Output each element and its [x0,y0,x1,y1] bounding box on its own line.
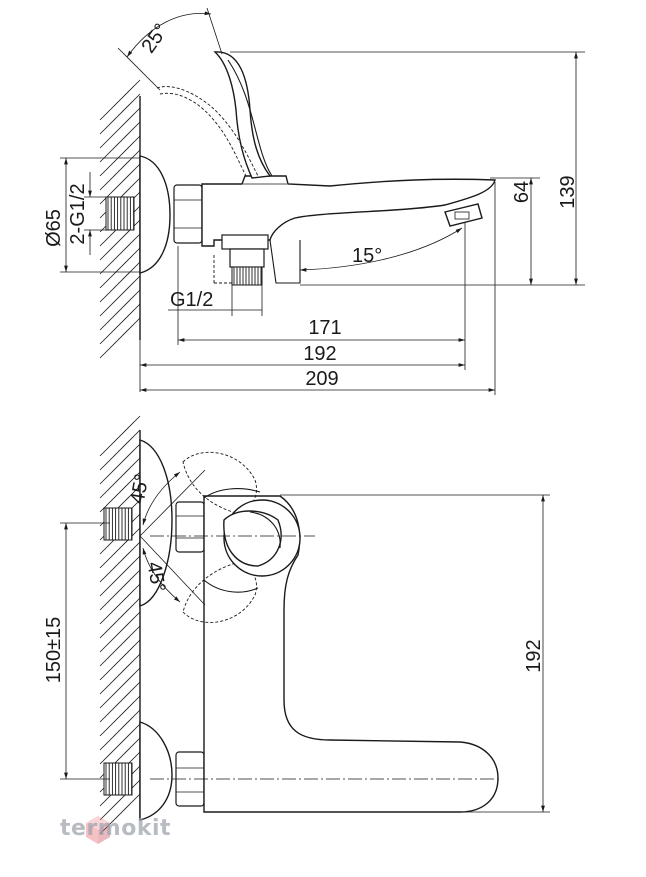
mixer-body [201,175,496,247]
hatch-line [99,709,141,751]
angle-45-top-label: 45° [127,472,154,506]
hatch-line [99,289,141,331]
hatch-line [99,429,141,471]
hatch-line [99,457,141,499]
front-elevation-view: 45° 45° 150±15 192 [43,415,550,835]
thread-wall-label: 2-G1/2 [67,183,89,244]
hexagon-cube-icon [86,816,110,844]
hatch-line [99,541,141,583]
dim-192-side-label: 192 [523,639,545,672]
hatch-line [99,779,141,821]
dim-171-label: 171 [308,317,341,339]
hatch-line [99,597,141,639]
dim-139-label: 139 [557,175,579,208]
angle-45-bottom-label: 45° [142,560,169,594]
diameter-label: Ø65 [43,209,65,247]
hatch-line [99,625,141,667]
hatch-line [99,653,141,695]
hatch-line [99,149,141,191]
hatch-line [99,247,141,289]
hatch-line [99,639,141,681]
lever-closed [213,51,272,179]
aerator [444,203,483,227]
hatch-line [99,723,141,765]
hatch-line [99,317,141,359]
side-elevation-view: 139 64 25° 15° Ø65 [43,7,585,395]
hatch-line [99,471,141,513]
dim-192-side: 192 [280,494,550,813]
dim-139: 139 [230,51,585,286]
hatch-line [99,583,141,625]
hatch-line [99,667,141,709]
lower-flange [139,721,173,821]
lever-upper [203,488,261,499]
outlet-pipe [213,234,301,286]
hex-nut-top [173,184,203,244]
hatch-line [99,275,141,317]
hatch-line [99,681,141,723]
spacing-label: 150±15 [43,617,65,684]
hatch-line [99,261,141,303]
lever-lower [203,579,259,593]
hatch-line [99,303,141,345]
dim-192-label: 192 [303,343,336,365]
hatch-line [99,135,141,177]
angle-15: 15° [299,222,466,340]
dim-64: 64 [490,177,540,285]
angle-25: 25° [117,7,223,91]
hatch-line [99,569,141,611]
watermark-brand: termokit [60,816,172,841]
upper-knurl [103,507,133,541]
dim-diameter: Ø65 2-G1/2 [43,157,140,273]
dim-192: 192 [139,340,466,392]
dim-209-label: 209 [305,368,338,390]
hatch-line [99,121,141,163]
upper-nut [175,501,205,553]
hatch-line [99,93,141,135]
handle-knob [223,499,301,577]
hatch-line [99,79,141,121]
hatch-line [99,415,141,457]
eccentric-knurl-top [105,196,135,231]
hatch-line [99,611,141,653]
wall-flange [139,155,171,274]
dim-64-label: 64 [511,181,533,203]
angle-45-top: 45° [127,469,206,537]
hatch-line [99,107,141,149]
dim-outlet-thread: G1/2 [168,285,263,316]
angle-15-label: 15° [352,245,382,267]
wall-hatch-top [99,79,141,359]
hatch-line [99,443,141,485]
dim-209: 209 [140,182,496,395]
angle-25-label: 25° [137,20,172,57]
dim-spacing: 150±15 [43,522,110,780]
hatch-line [99,555,141,597]
angle-45-bottom: 45° [139,535,206,606]
lever-open-dashed [156,86,259,177]
outlet-thread-label: G1/2 [170,289,213,311]
hatch-line [99,695,141,737]
hatch-line [99,233,141,275]
dim-171: 171 [177,246,465,345]
hatch-line [99,793,141,835]
hatch-line [99,527,141,569]
